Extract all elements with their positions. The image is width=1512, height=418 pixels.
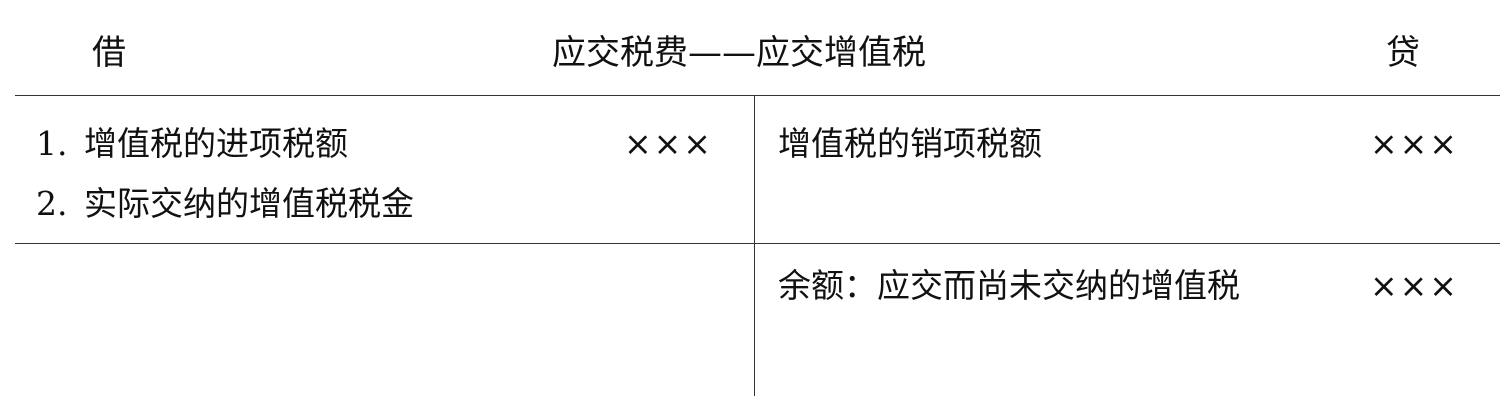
debit-entry-2-number: 2.	[36, 184, 68, 223]
top-horizontal-rule	[15, 95, 1500, 96]
credit-entry-1-amount: ×××	[1370, 124, 1459, 163]
balance-divider-rule	[15, 243, 1500, 244]
credit-side-label: 贷	[1386, 33, 1420, 73]
credit-entry-1-text: 增值税的销项税额	[778, 124, 1042, 163]
debit-entry-1-text: 增值税的进项税额	[84, 124, 348, 163]
debit-entry-1-amount: ×××	[624, 124, 713, 163]
debit-entry-1-number: 1.	[36, 124, 68, 163]
account-title: 应交税费——应交增值税	[552, 33, 926, 73]
balance-amount: ×××	[1370, 266, 1459, 305]
debit-entry-2-text: 实际交纳的增值税税金	[84, 184, 414, 223]
debit-side-label: 借	[92, 33, 126, 73]
center-vertical-rule	[754, 95, 755, 396]
balance-text: 余额：应交而尚未交纳的增值税	[778, 266, 1240, 305]
